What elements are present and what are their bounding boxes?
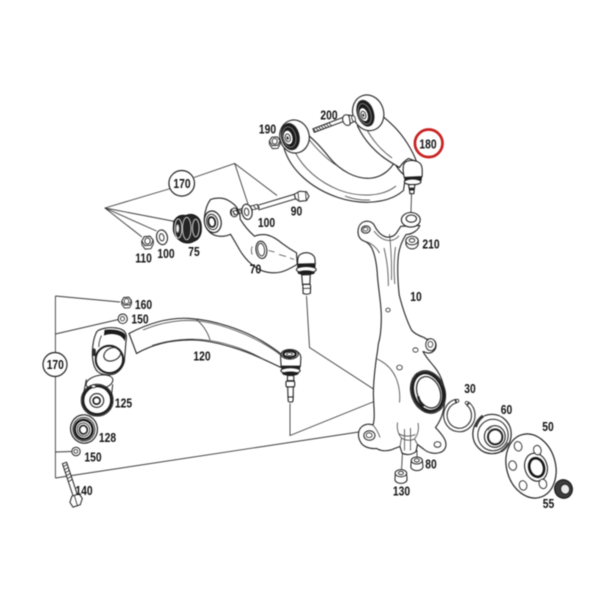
svg-text:30: 30 xyxy=(464,381,476,397)
svg-text:170: 170 xyxy=(47,357,65,373)
svg-text:190: 190 xyxy=(259,121,277,137)
svg-text:120: 120 xyxy=(193,348,211,364)
svg-text:80: 80 xyxy=(425,456,437,472)
svg-text:200: 200 xyxy=(320,107,338,123)
svg-text:55: 55 xyxy=(543,496,555,512)
svg-text:150: 150 xyxy=(131,311,149,327)
svg-text:140: 140 xyxy=(75,483,93,499)
svg-text:170: 170 xyxy=(173,176,191,192)
svg-text:180: 180 xyxy=(419,136,437,152)
svg-text:50: 50 xyxy=(542,419,554,435)
svg-text:90: 90 xyxy=(291,203,303,219)
svg-text:60: 60 xyxy=(501,402,513,418)
svg-text:160: 160 xyxy=(135,297,153,313)
svg-text:75: 75 xyxy=(188,244,200,260)
svg-text:150: 150 xyxy=(84,449,102,465)
svg-text:130: 130 xyxy=(393,483,411,499)
svg-text:125: 125 xyxy=(115,395,133,411)
svg-text:128: 128 xyxy=(99,430,117,446)
svg-text:210: 210 xyxy=(422,236,440,252)
svg-text:100: 100 xyxy=(157,246,175,262)
svg-text:10: 10 xyxy=(410,289,422,305)
svg-text:100: 100 xyxy=(258,215,276,231)
svg-text:70: 70 xyxy=(250,261,262,277)
svg-text:110: 110 xyxy=(135,250,152,266)
